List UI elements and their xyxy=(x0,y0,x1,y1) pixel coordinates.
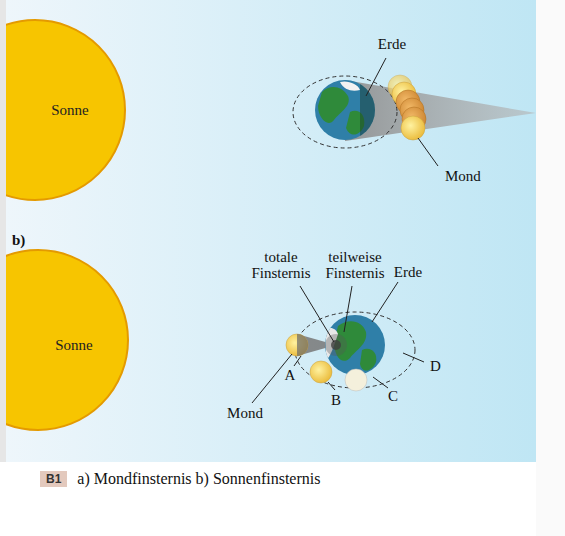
position-letter: A xyxy=(285,367,296,383)
sun-disc: Sonne xyxy=(6,248,132,434)
figure-number: B1 xyxy=(40,471,67,487)
figure-number-text: B1 xyxy=(46,472,61,486)
position-letter: B xyxy=(331,392,341,408)
sun-disc: Sonne xyxy=(6,18,130,202)
sun-label: Sonne xyxy=(55,337,93,354)
earth-label: Erde xyxy=(394,264,422,280)
position-letter: C xyxy=(388,388,398,404)
total-eclipse-label: totale Finsternis xyxy=(242,249,320,281)
partial-eclipse-label: teilweise Finsternis xyxy=(315,249,395,281)
position-letter: D xyxy=(430,358,441,374)
caption: a) Mondfinsternis b) Sonnenfinsternis xyxy=(77,470,320,488)
moon-label: Mond xyxy=(445,168,481,184)
earth-label: Erde xyxy=(378,36,406,52)
moon-label: Mond xyxy=(227,405,263,421)
part-label: b) xyxy=(12,232,25,248)
sun-label: Sonne xyxy=(51,102,89,119)
